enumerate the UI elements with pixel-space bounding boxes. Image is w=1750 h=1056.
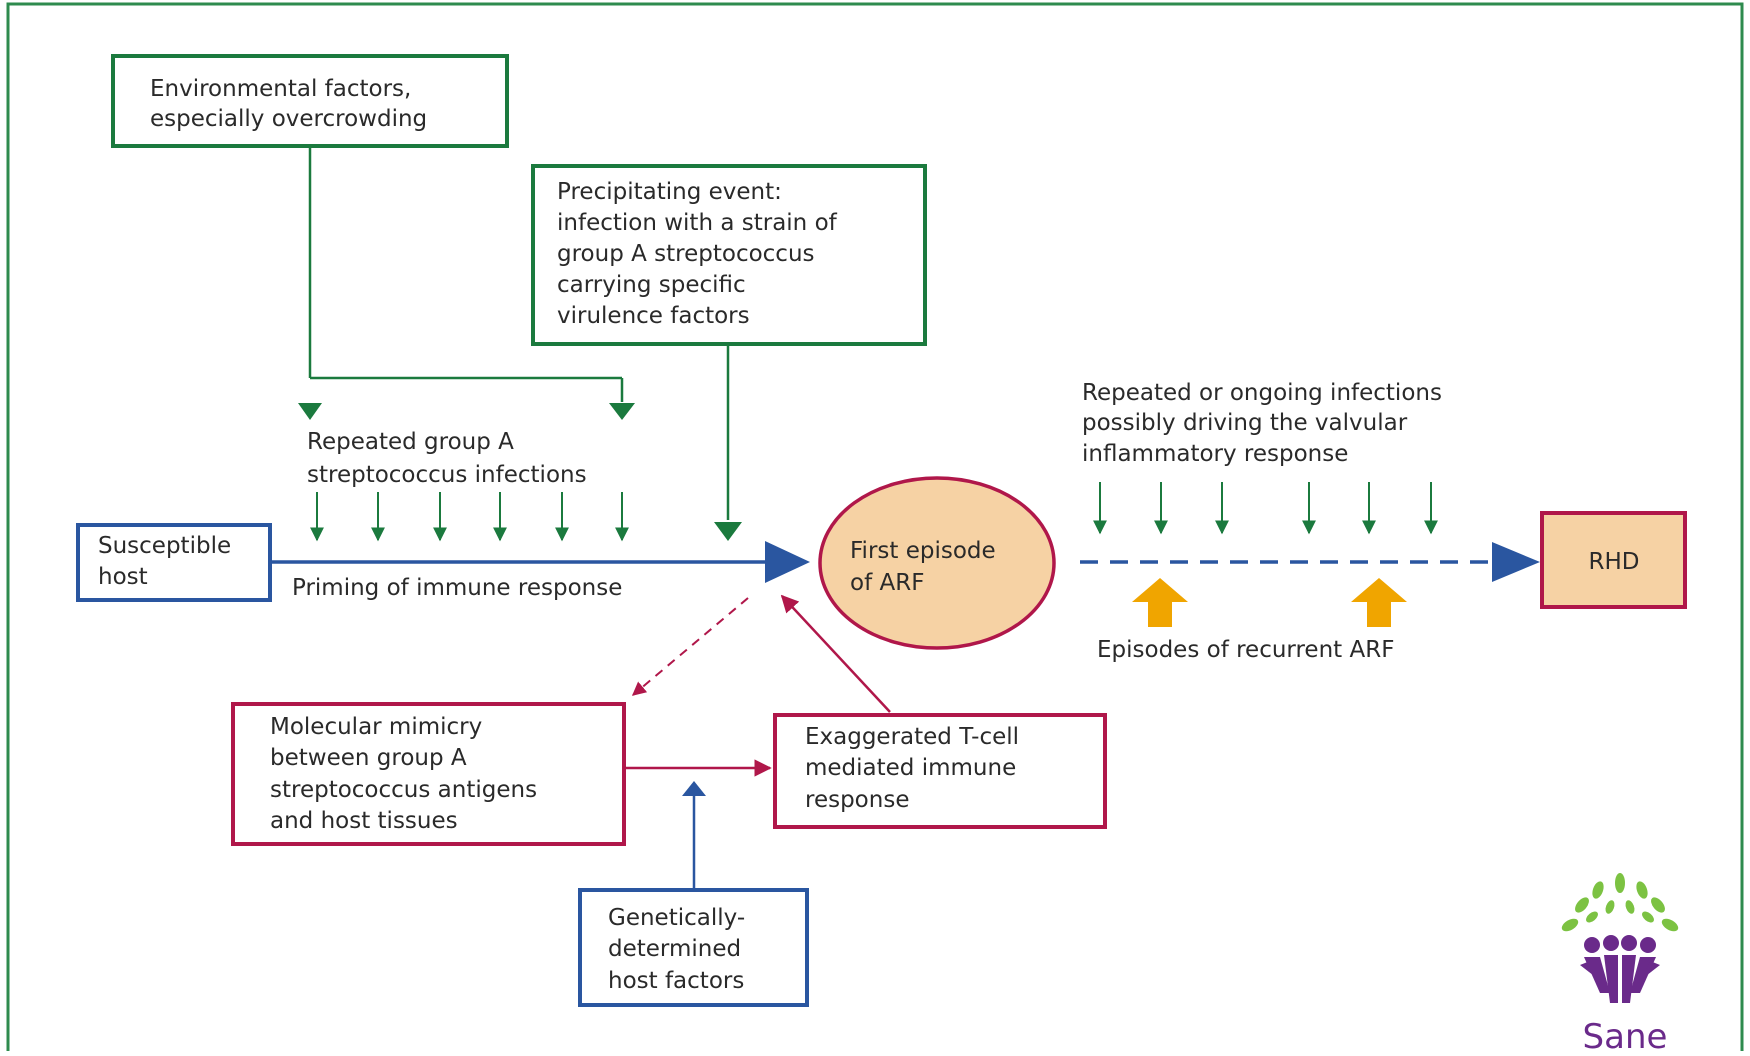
ongoing-infections-line-2: possibly driving the valvular <box>1082 410 1408 436</box>
tcell-line-1: Exaggerated T-cell <box>805 724 1019 750</box>
env-arrowhead-left <box>298 403 322 420</box>
environmental-line-2: especially overcrowding <box>150 106 427 132</box>
genetic-factors-box: Genetically- determined host factors <box>578 888 809 1007</box>
tcell-line-2: mediated immune <box>805 755 1016 781</box>
mimicry-line-2: between group A <box>270 745 467 771</box>
tcell-response-box: Exaggerated T-cell mediated immune respo… <box>773 713 1107 829</box>
priming-label: Priming of immune response <box>292 575 622 601</box>
priming-arrowhead <box>765 541 810 583</box>
genetic-arrowhead <box>682 781 706 796</box>
first-episode-line-1: First episode <box>850 538 996 564</box>
mimicry-line-3: streptococcus antigens <box>270 777 537 803</box>
progression-arrowhead <box>1492 542 1540 582</box>
rhd-label: RHD <box>1589 549 1640 575</box>
repeated-infections-line-1: Repeated group A <box>307 429 514 455</box>
first-episode-line-2: of ARF <box>850 570 924 596</box>
logo-text: Sane <box>1583 1017 1668 1051</box>
repeated-infection-arrows <box>310 492 629 542</box>
precipitating-line-4: carrying specific <box>557 272 746 298</box>
mimicry-dashed-arrow <box>631 597 749 696</box>
rhd-box: RHD <box>1540 511 1687 609</box>
outer-frame <box>6 2 1744 1056</box>
genetic-line-3: host factors <box>608 968 744 994</box>
environmental-line-1: Environmental factors, <box>150 76 411 102</box>
susceptible-host-box: Susceptible host <box>76 523 272 602</box>
ongoing-infections-line-1: Repeated or ongoing infections <box>1082 380 1442 406</box>
susceptible-line-1: Susceptible <box>98 533 231 559</box>
repeated-infections-line-2: streptococcus infections <box>307 462 587 488</box>
molecular-mimicry-box: Molecular mimicry between group A strept… <box>231 702 626 846</box>
precipitating-arrowhead <box>714 522 742 541</box>
precipitating-event-box: Precipitating event: infection with a st… <box>531 164 927 346</box>
mimicry-line-4: and host tissues <box>270 808 458 834</box>
tcell-line-3: response <box>805 787 909 813</box>
tcell-to-arf-arrow <box>780 594 891 713</box>
first-episode-arf-node: First episode of ARF <box>818 476 1056 650</box>
precipitating-line-3: group A streptococcus <box>557 241 815 267</box>
genetic-line-1: Genetically- <box>608 905 745 931</box>
precipitating-line-2: infection with a strain of <box>557 210 838 236</box>
genetic-line-2: determined <box>608 936 741 962</box>
env-arrowhead-right <box>609 403 635 420</box>
recurrent-arrow-2 <box>1351 578 1407 627</box>
susceptible-line-2: host <box>98 564 148 590</box>
environmental-factors-box: Environmental factors, especially overcr… <box>111 54 509 148</box>
mimicry-line-1: Molecular mimicry <box>270 714 482 740</box>
recurrent-label: Episodes of recurrent ARF <box>1097 637 1394 663</box>
recurrent-arrow-1 <box>1132 578 1188 627</box>
ongoing-infections-line-3: inflammatory response <box>1082 441 1348 467</box>
precipitating-line-5: virulence factors <box>557 303 750 329</box>
precipitating-line-1: Precipitating event: <box>557 179 782 205</box>
tree-people-logo-icon <box>1561 873 1679 1003</box>
ongoing-infection-arrows <box>1093 482 1438 535</box>
environmental-connectors <box>308 146 624 402</box>
